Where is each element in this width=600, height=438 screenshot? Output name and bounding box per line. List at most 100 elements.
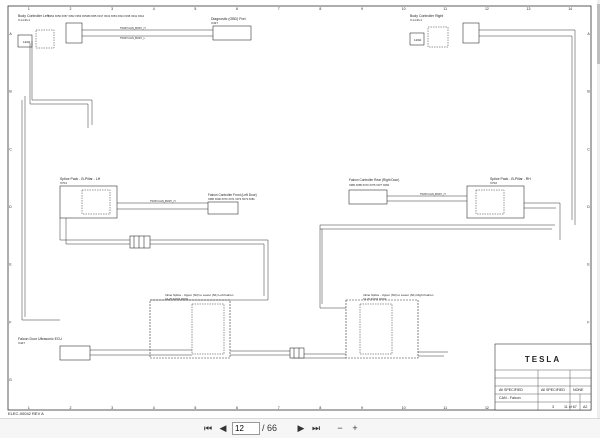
res-right-box <box>409 32 425 46</box>
grid-row-label-right-F: F <box>587 320 589 324</box>
falcon-front-sub: X080 X090 X070 X071 X072 X073 X081 <box>208 197 255 201</box>
splice-left-title: Splice Pack - B-Pillar - LH <box>60 177 101 181</box>
res-left-label: 120Ω <box>23 40 31 44</box>
grid-col-label-top-9: 9 <box>361 7 363 11</box>
body-ctrl-right-title: Body Controller Right <box>410 14 443 18</box>
grid-col-label-top-2: 2 <box>69 7 71 11</box>
grid-col-label-bottom-4: 4 <box>153 406 155 410</box>
splice-right-box <box>466 185 525 219</box>
zoom-out-icon[interactable]: − <box>337 423 343 433</box>
inline-right-title: Inline Splice - Upper (N3) to Lower (N1)… <box>363 293 434 297</box>
ultrasonic-box <box>59 345 91 361</box>
zoom-in-icon[interactable]: + <box>352 423 358 433</box>
grid-row-label-left-D: D <box>9 205 12 209</box>
grid-col-label-top-14: 14 <box>568 7 572 11</box>
grid-col-label-bottom-8: 8 <box>319 406 321 410</box>
scrollbar-thumb[interactable] <box>597 4 600 64</box>
diag-port-box <box>212 25 252 41</box>
body-ctrl-left-pins: X054 X056 X057 X052 X053 X053B X055 X017… <box>48 14 144 18</box>
grid-col-label-top-8: 8 <box>319 7 321 11</box>
inline-right-sub: X2-25 X0702 X0702 <box>363 297 387 301</box>
vertical-scrollbar[interactable] <box>597 0 600 418</box>
diag-port-sub: X437 <box>211 21 218 25</box>
tb-system: CAN - Falcon <box>499 396 521 400</box>
falcon-front-title: Falcon Controller Front (Left Door) <box>208 193 257 197</box>
mid-wire-label-1: TWIST-CAN_BODY_H <box>150 200 176 203</box>
grid-row-label-left-F: F <box>9 320 11 324</box>
tb-variant2: All SPECIFIED <box>541 388 565 392</box>
top-wire-label-2: TWIST-CAN_BODY_L <box>120 37 146 40</box>
mid-wire-label-2: TWIST-CAN_BODY_H <box>420 193 446 196</box>
grid-col-label-bottom-10: 10 <box>402 406 406 410</box>
grid-col-label-top-6: 6 <box>236 7 238 11</box>
ferrite-left <box>129 235 151 249</box>
grid-col-label-top-5: 5 <box>194 7 196 11</box>
grid-row-label-left-A: A <box>9 32 12 36</box>
inline-right-inner <box>359 303 393 355</box>
bottom-left-stamp: ELEC-00042 REV A <box>8 411 44 416</box>
body-ctrl-left-box <box>65 22 83 44</box>
body-ctrl-right-sub: X-LCFL1 <box>410 18 422 22</box>
grid-col-label-bottom-5: 5 <box>194 406 196 410</box>
res-left-inner <box>35 29 55 49</box>
tb-variant: All SPECIFIED <box>499 388 523 392</box>
document-viewer: 11223344556677889910101111121213131414AA… <box>7 0 600 418</box>
tb-sheet: 11 of 67 <box>564 405 577 409</box>
splice-right-sub: X702 <box>490 181 497 185</box>
bottom-wires <box>90 349 448 359</box>
prev-page-icon[interactable]: ◀ <box>219 423 227 433</box>
grid-col-label-bottom-7: 7 <box>278 406 280 410</box>
mid-wires <box>21 96 561 321</box>
last-page-icon[interactable]: ⏭ <box>311 423 321 433</box>
tb-size: A2 <box>583 405 587 409</box>
res-right-inner <box>427 26 449 48</box>
diag-port-title: Diagnostic (OBD) Port <box>211 17 246 21</box>
grid-row-label-left-E: E <box>9 263 12 267</box>
grid-col-label-top-13: 13 <box>527 7 531 11</box>
tb-scale: NONE <box>573 388 584 392</box>
falcon-front-box <box>207 201 239 215</box>
page-number-input[interactable] <box>232 422 260 435</box>
body-ctrl-right-box <box>462 22 480 44</box>
grid-col-label-top-7: 7 <box>278 7 280 11</box>
ultrasonic-title: Falcon Door Ultrasonic ECU <box>18 337 62 341</box>
grid-col-label-top-11: 11 <box>443 7 447 11</box>
grid-col-label-top-10: 10 <box>402 7 406 11</box>
grid-row-label-right-C: C <box>587 147 590 151</box>
grid-col-label-bottom-6: 6 <box>236 406 238 410</box>
diagram-frame <box>7 5 592 411</box>
grid-row-label-left-B: B <box>9 90 12 94</box>
res-right-label: 120Ω <box>414 38 422 42</box>
splice-left-box <box>59 185 118 219</box>
next-page-icon[interactable]: ▶ <box>297 423 305 433</box>
page-total: / 66 <box>262 423 278 433</box>
pdf-toolbar: ⏮ ◀ / 66 ▶ ⏭ − + <box>0 418 600 438</box>
grid-row-label-left-G: G <box>9 378 12 382</box>
splice-right-title: Splice Pack - B-Pillar - RH <box>490 177 531 181</box>
inline-left-title: Inline Splice - Upper (N3) to Lower (N1)… <box>165 293 234 297</box>
splice-right-inner <box>475 189 505 215</box>
grid-col-label-bottom-11: 11 <box>443 406 447 410</box>
grid-col-label-bottom-9: 9 <box>361 406 363 410</box>
grid-col-label-bottom-12: 12 <box>485 406 489 410</box>
grid-col-label-top-1: 1 <box>28 7 30 11</box>
grid-col-label-bottom-2: 2 <box>69 406 71 410</box>
splice-left-inner <box>81 189 111 215</box>
splice-left-sub: X701 <box>60 181 67 185</box>
ultrasonic-sub: X447 <box>18 341 25 345</box>
ferrite-bottom <box>289 347 305 359</box>
falcon-rear-title: Falcon Controller Rear (Right Door) <box>349 178 399 182</box>
first-page-icon[interactable]: ⏮ <box>203 423 213 433</box>
inline-left-inner <box>191 303 225 355</box>
wiring-diagram: 11223344556677889910101111121213131414AA… <box>7 5 592 416</box>
body-ctrl-left-sub: X-LCFL1 <box>18 18 30 22</box>
tb-rev: 3 <box>552 405 554 409</box>
falcon-rear-sub: X080 X085 X070 X075 X077 X083 <box>349 183 390 187</box>
inline-left-sub: X2-25 X0702 X0701 <box>165 297 189 301</box>
grid-row-label-right-B: B <box>587 90 590 94</box>
grid-col-label-top-4: 4 <box>153 7 155 11</box>
grid-row-label-right-D: D <box>587 205 590 209</box>
grid-row-label-right-E: E <box>587 263 590 267</box>
grid-row-label-right-A: A <box>587 32 590 36</box>
inline-right-box <box>345 299 419 359</box>
